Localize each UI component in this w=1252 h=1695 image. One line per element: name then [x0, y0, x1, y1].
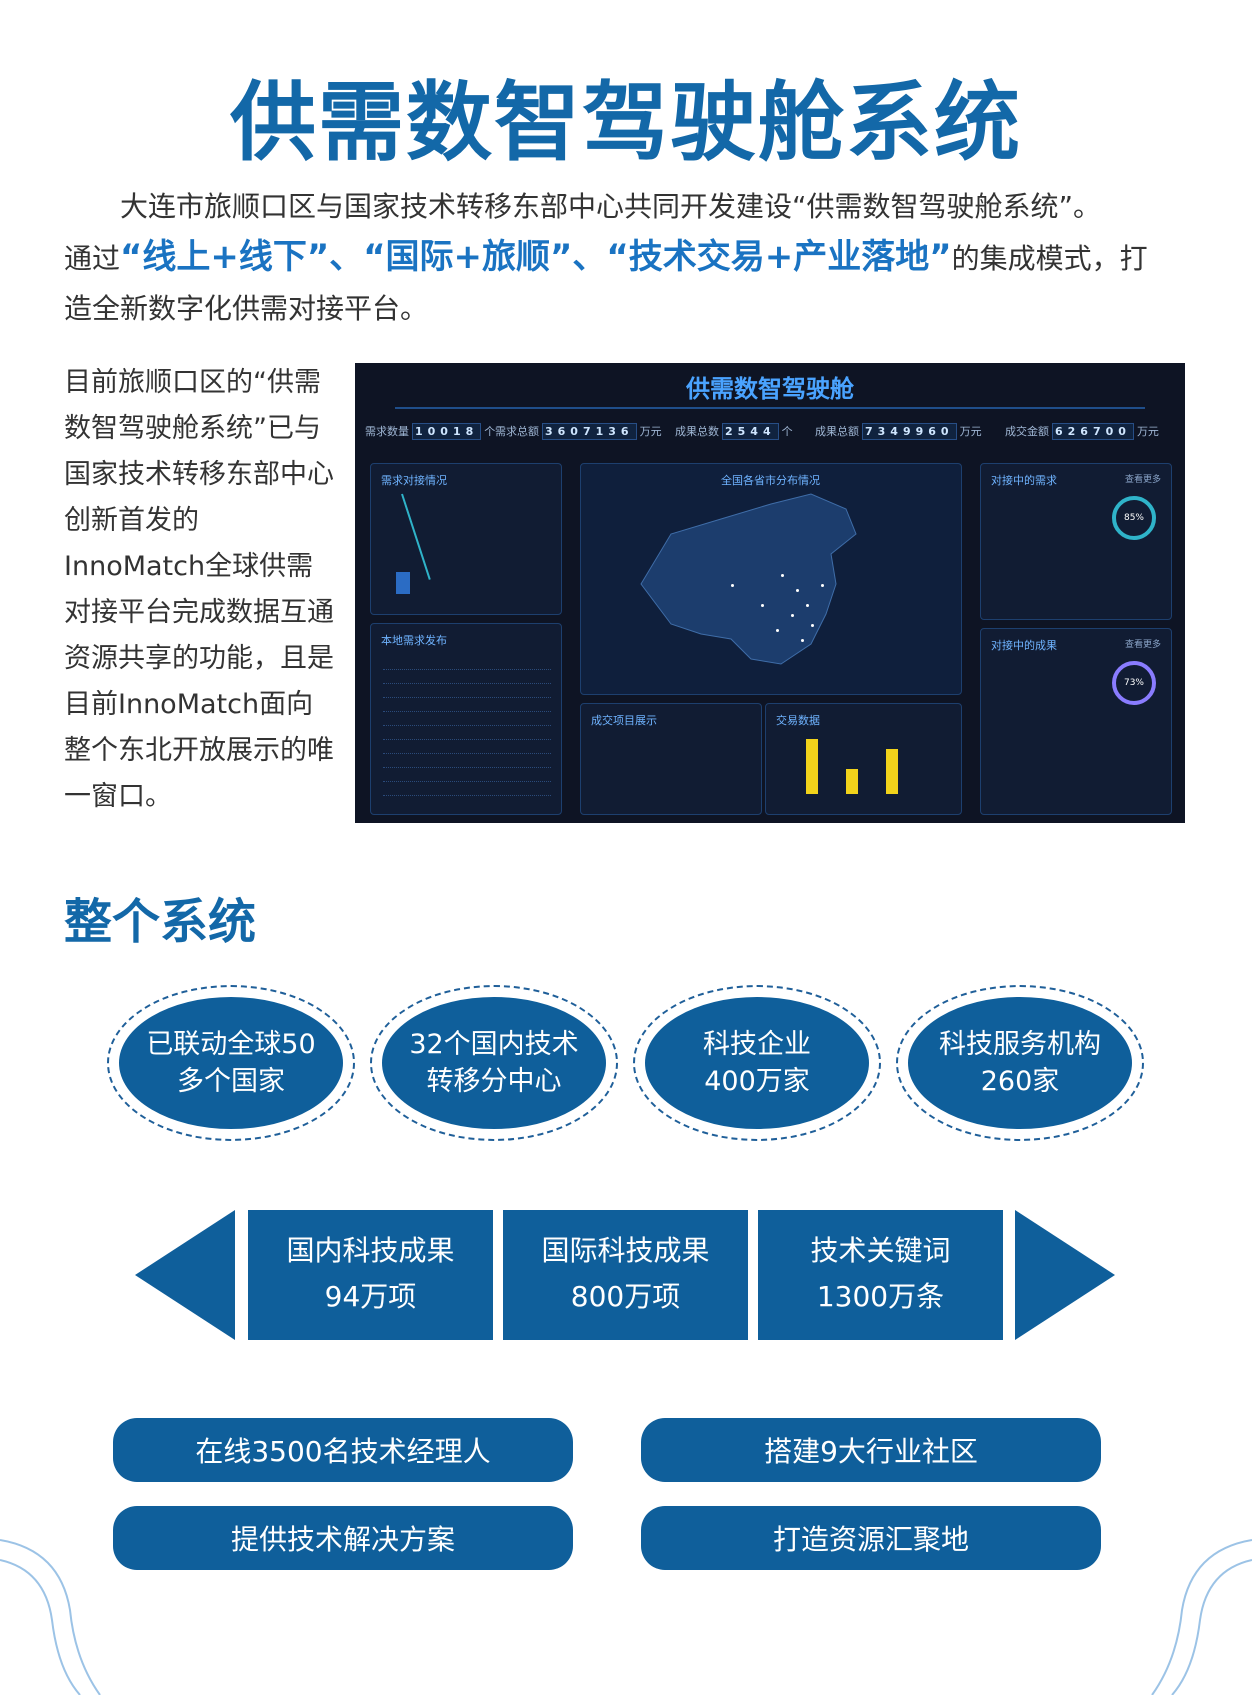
list-item [383, 782, 551, 796]
page-title: 供需数智驾驶舱系统 [230, 73, 1022, 173]
pill-industry-communities: 搭建9大行业社区 [641, 1418, 1101, 1482]
demand-bar [396, 572, 410, 594]
intro-line2: 通过“线上+线下”、“国际+旅顺”、“技术交易+产业落地”的集成模式，打造全新数… [64, 232, 1174, 334]
stat-ellipse-countries: 已联动全球50 多个国家 [107, 985, 355, 1141]
ellipse-text: 科技服务机构 260家 [908, 997, 1132, 1129]
box-value: 94万项 [324, 1280, 417, 1313]
panel-map-title: 全国各省市分布情况 [721, 474, 820, 487]
stat-ellipse-centers: 32个国内技术 转移分中心 [370, 985, 618, 1141]
dashboard-header-line [395, 407, 1145, 409]
pill-resource-hub: 打造资源汇聚地 [641, 1506, 1101, 1570]
map-dot [806, 604, 809, 607]
box-domestic-results: 国内科技成果 94万项 [248, 1210, 493, 1340]
list-item [383, 726, 551, 740]
map-dot [821, 584, 824, 587]
map-dot [801, 639, 804, 642]
map-dot [776, 629, 779, 632]
progress-ring-85: 85% [1112, 496, 1156, 540]
panel-demand-docking: 需求对接情况 [370, 463, 562, 615]
box-value: 1300万条 [816, 1280, 945, 1313]
panel-docking-demand-title: 对接中的需求 [991, 474, 1057, 487]
intro-pre: 通过 [64, 242, 121, 275]
map-dot [761, 604, 764, 607]
highlight-sep1: 、 [329, 237, 364, 277]
decorative-lines-left-icon [0, 1539, 101, 1695]
map-dot [731, 584, 734, 587]
decorative-lines-right-icon [1151, 1539, 1252, 1695]
map-dot [796, 589, 799, 592]
list-item [383, 670, 551, 684]
ellipse-text: 32个国内技术 转移分中心 [382, 997, 606, 1129]
china-map-icon [640, 493, 857, 665]
arrow-left-icon [135, 1210, 235, 1340]
pill-tech-solutions: 提供技术解决方案 [113, 1506, 573, 1570]
panel-demand-docking-title: 需求对接情况 [381, 474, 447, 487]
trade-bar [886, 749, 898, 794]
panel-map: 全国各省市分布情况 [580, 463, 962, 695]
list-item [383, 656, 551, 670]
highlight-intl-lushun: “国际+旅顺” [363, 237, 573, 277]
side-description: 目前旅顺口区的“供需数智驾驶舱系统”已与国家技术转移东部中心创新首发的InnoM… [64, 367, 334, 812]
list-item [383, 740, 551, 754]
box-label: 技术关键词 [810, 1234, 951, 1267]
panel-trade-data: 交易数据 [765, 703, 962, 815]
list-item [383, 698, 551, 712]
panel-docking-result: 对接中的成果 查看更多 73% [980, 628, 1172, 815]
map-dot [781, 574, 784, 577]
trade-bar [806, 739, 818, 794]
list-item [383, 754, 551, 768]
stat-ellipse-enterprises: 科技企业 400万家 [633, 985, 881, 1141]
more-link[interactable]: 查看更多 [1124, 475, 1161, 485]
highlight-trade-industry: “技术交易+产业落地” [606, 237, 952, 277]
section-title: 整个系统 [64, 894, 257, 950]
highlight-online-offline: “线上+线下” [120, 237, 330, 277]
list-item [383, 684, 551, 698]
intro-paragraph: 大连市旅顺口区与国家技术转移东部中心共同开发建设“供需数智驾驶舱系统”。 通过“… [64, 182, 1174, 334]
dashboard-title: 供需数智驾驶舱 [686, 375, 854, 403]
progress-ring-73: 73% [1112, 661, 1156, 705]
list-item [383, 768, 551, 782]
panel-local-demand-title: 本地需求发布 [381, 634, 447, 647]
intro-post: 的集成模式，打造全新数字化供需对接平台。 [64, 242, 1148, 325]
arrow-right-icon [1015, 1210, 1115, 1340]
ellipse-text: 已联动全球50 多个国家 [119, 997, 343, 1129]
box-label: 国内科技成果 [286, 1234, 455, 1267]
panel-deal-projects: 成交项目展示 [580, 703, 762, 815]
stat-ellipse-institutions: 科技服务机构 260家 [896, 985, 1144, 1141]
panel-deal-title: 成交项目展示 [591, 714, 657, 727]
highlight-sep2: 、 [572, 237, 607, 277]
demand-line [401, 493, 431, 580]
trade-bar [846, 769, 858, 794]
more-link[interactable]: 查看更多 [1124, 640, 1161, 650]
ellipse-text: 科技企业 400万家 [645, 997, 869, 1129]
box-tech-keywords: 技术关键词 1300万条 [758, 1210, 1003, 1340]
box-label: 国际科技成果 [541, 1234, 710, 1267]
pill-tech-managers: 在线3500名技术经理人 [113, 1418, 573, 1482]
panel-docking-result-title: 对接中的成果 [991, 639, 1057, 652]
local-demand-list [383, 656, 551, 796]
map-dot [811, 624, 814, 627]
box-value: 800万项 [570, 1280, 681, 1313]
panel-local-demand: 本地需求发布 [370, 623, 562, 815]
map-dot [791, 614, 794, 617]
list-item [383, 712, 551, 726]
intro-line1: 大连市旅顺口区与国家技术转移东部中心共同开发建设“供需数智驾驶舱系统”。 [120, 190, 1102, 223]
panel-trade-title: 交易数据 [776, 714, 820, 727]
box-international-results: 国际科技成果 800万项 [503, 1210, 748, 1340]
panel-docking-demand: 对接中的需求 查看更多 85% [980, 463, 1172, 620]
